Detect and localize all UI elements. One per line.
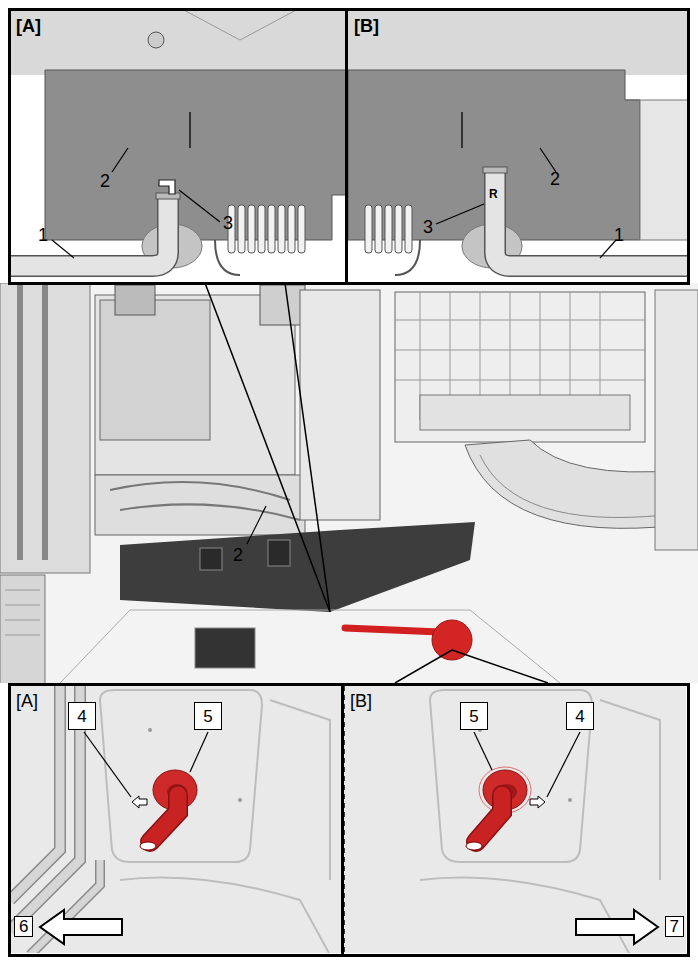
callout-number: 7 — [665, 916, 684, 937]
detail-panel: 5 4 7 [B] — [344, 683, 690, 957]
hose-mark — [159, 180, 175, 194]
callout-number: 2 — [100, 172, 110, 190]
callout-number: 5 — [203, 708, 212, 725]
callout-number: 3 — [423, 218, 433, 236]
callout-box: 5 — [460, 702, 488, 730]
arrow-outline — [574, 908, 684, 946]
arrow-shape — [40, 910, 122, 944]
callout-number: 2 — [233, 546, 243, 564]
detail-panel: 4 5 6 [A] — [8, 683, 344, 957]
detail-panel: [A] — [8, 8, 348, 285]
view-label: [A] — [16, 17, 41, 35]
arrow-shape — [576, 910, 658, 944]
callout-box: 5 — [194, 702, 222, 730]
callout-number: 6 — [14, 916, 33, 937]
callout-number: 4 — [77, 708, 86, 725]
callout-number: 1 — [38, 226, 48, 244]
callout-box: 4 — [566, 702, 594, 730]
arrow-outline — [14, 908, 124, 946]
direction-arrow: 7 — [574, 908, 684, 946]
leader-line — [247, 506, 266, 544]
view-label: [B] — [350, 692, 372, 710]
detail-a-hvac — [11, 11, 347, 281]
detail-b-hvac — [348, 11, 687, 281]
callout-number: 5 — [469, 708, 478, 725]
vehicle-interior — [0, 283, 698, 683]
callout-box: 4 — [68, 702, 96, 730]
callout-number: 4 — [575, 708, 584, 725]
view-label: [B] — [354, 17, 379, 35]
detail-panel: [B] — [348, 8, 690, 285]
callout-number: 1 — [614, 226, 624, 244]
hose-mark: R — [489, 188, 498, 200]
callout-number: 3 — [223, 214, 233, 232]
floor-detail — [11, 686, 686, 953]
callout-number: 2 — [550, 170, 560, 188]
direction-arrow: 6 — [14, 908, 124, 946]
view-label: [A] — [16, 692, 38, 710]
